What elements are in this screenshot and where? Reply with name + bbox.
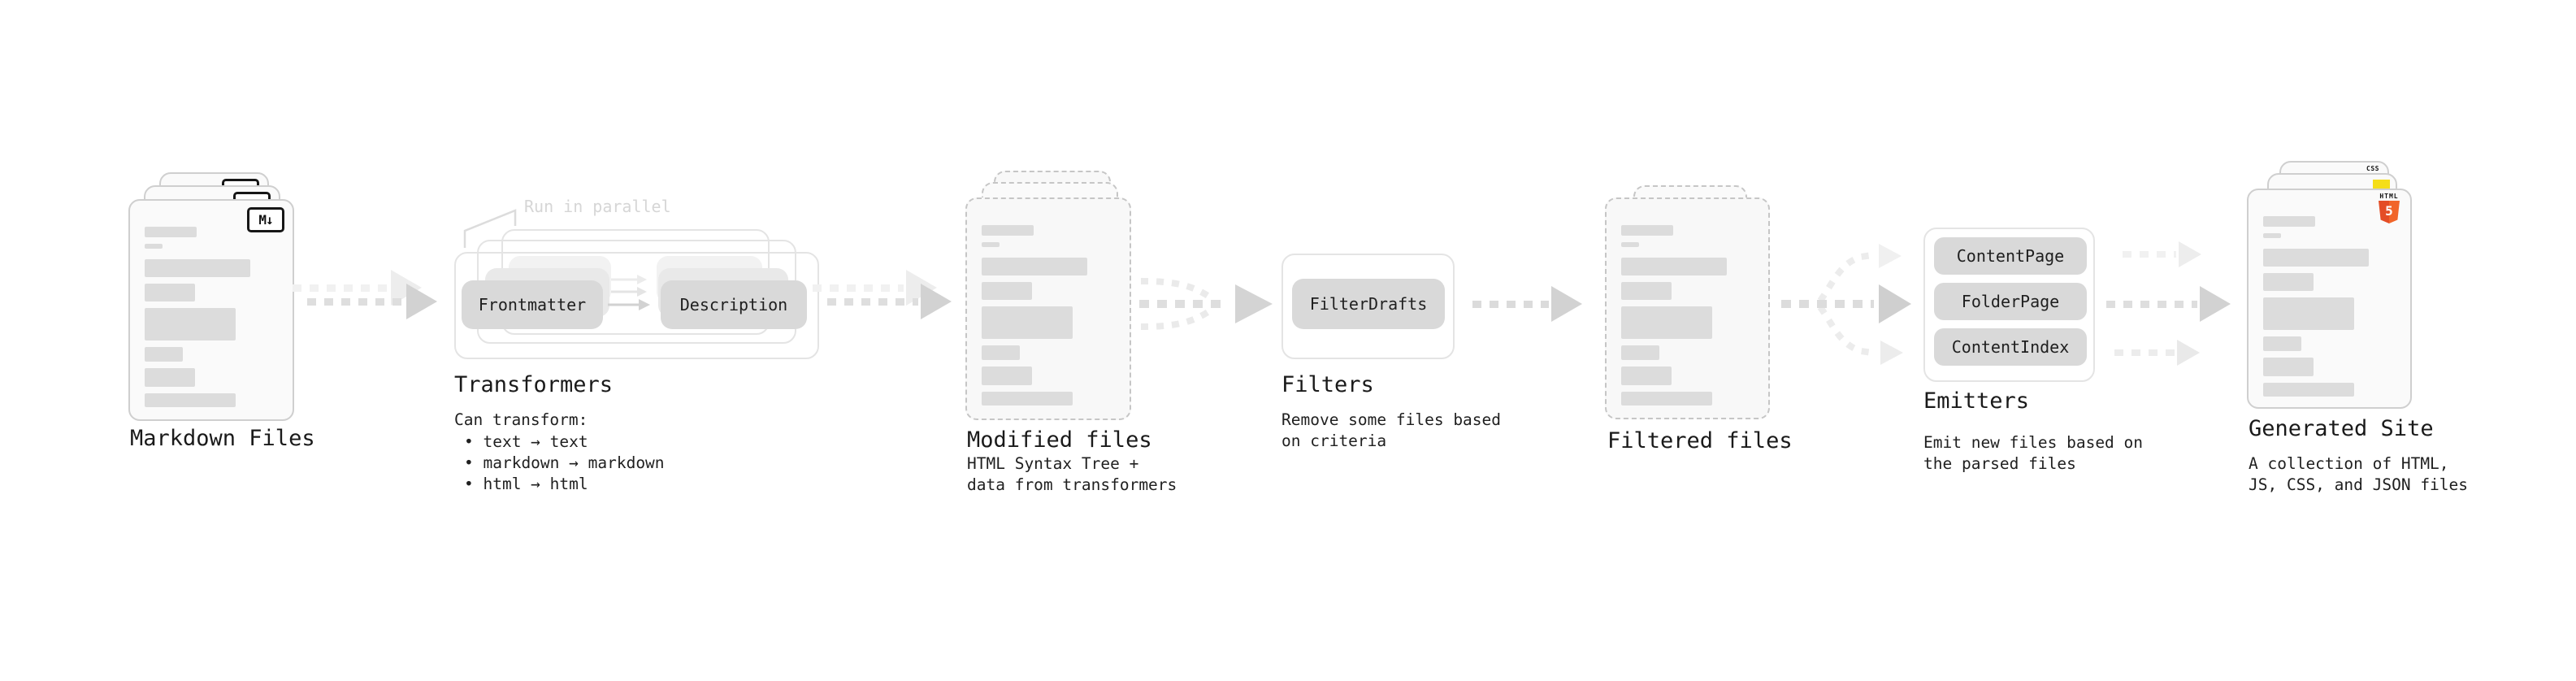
html5-icon: HTML 5 xyxy=(2377,193,2401,223)
filtered-files-title: Filtered files xyxy=(1607,428,1793,453)
modified-files-title: Modified files xyxy=(967,427,1152,453)
annotation-leader-line xyxy=(463,209,517,248)
skeleton-bar xyxy=(145,244,163,249)
skeleton-bar xyxy=(2263,358,2314,376)
transformers-title: Transformers xyxy=(454,372,614,397)
javascript-icon xyxy=(2373,180,2390,189)
filtered-file-card-front xyxy=(1605,197,1770,419)
bullet-item: • html → html xyxy=(464,475,588,493)
flow-arrow xyxy=(307,284,437,319)
skeleton-bar xyxy=(145,284,195,301)
skeleton-bar xyxy=(145,347,183,362)
skeleton-bar xyxy=(982,392,1073,406)
skeleton-bar xyxy=(2263,383,2354,397)
bullet-item: • text → text xyxy=(464,432,588,451)
skeleton-bar xyxy=(145,308,236,340)
skeleton-bar xyxy=(145,393,236,407)
skeleton-bar xyxy=(982,306,1073,339)
filters-description: Remove some files based on criteria xyxy=(1281,410,1502,450)
skeleton-bar xyxy=(1621,258,1727,275)
flow-arrow-bottom xyxy=(2114,340,2200,366)
skeleton-bar xyxy=(982,345,1020,360)
skeleton-bar xyxy=(1621,282,1672,300)
flow-arrow xyxy=(827,284,952,319)
emitters-description: Emit new files based on the parsed files xyxy=(1923,433,2144,473)
skeleton-bar xyxy=(982,282,1032,300)
generated-file-card-html: HTML 5 xyxy=(2247,189,2412,409)
skeleton-bar xyxy=(982,367,1032,385)
transformers-subtitle: Can transform: xyxy=(454,410,588,429)
transformer-node-description: Description xyxy=(661,280,807,329)
skeleton-bar xyxy=(2263,273,2314,291)
filters-title: Filters xyxy=(1281,372,1374,397)
bullet-item: • markdown → markdown xyxy=(464,453,665,472)
merge-arrow xyxy=(1139,278,1273,330)
modified-files-description: HTML Syntax Tree + data from transformer… xyxy=(967,454,1177,494)
skeleton-bar xyxy=(2263,216,2315,227)
skeleton-bar xyxy=(145,259,250,277)
emitter-node-folderpage: FolderPage xyxy=(1934,283,2087,320)
transformers-bullet-list: • text → text • markdown → markdown • ht… xyxy=(454,432,665,495)
skeleton-bar xyxy=(2263,249,2369,267)
fanout-arrow xyxy=(1781,244,1911,365)
emitters-title: Emitters xyxy=(1923,388,2030,414)
skeleton-bar xyxy=(1621,345,1659,360)
skeleton-bar xyxy=(1621,392,1712,406)
emitter-node-contentpage: ContentPage xyxy=(1934,237,2087,275)
filter-node-filterdrafts: FilterDrafts xyxy=(1292,279,1445,329)
markdown-file-card-front: M↓ xyxy=(128,199,294,421)
skeleton-bar xyxy=(2263,297,2354,330)
modified-file-card-front xyxy=(965,197,1131,420)
markdown-files-title: Markdown Files xyxy=(130,426,315,451)
transformer-group-front xyxy=(454,252,819,359)
generated-site-title: Generated Site xyxy=(2249,416,2434,441)
generated-site-description: A collection of HTML, JS, CSS, and JSON … xyxy=(2249,454,2469,494)
skeleton-bar xyxy=(1621,225,1673,236)
skeleton-bar xyxy=(982,225,1034,236)
flow-arrow-top xyxy=(2123,241,2201,267)
skeleton-bar xyxy=(982,258,1087,275)
skeleton-bar xyxy=(1621,306,1712,339)
skeleton-bar xyxy=(145,227,197,237)
run-in-parallel-label: Run in parallel xyxy=(524,197,671,216)
skeleton-bar xyxy=(2263,336,2301,351)
skeleton-bar xyxy=(2263,233,2281,238)
flow-arrow-middle xyxy=(2106,286,2231,322)
emitter-node-contentindex: ContentIndex xyxy=(1934,328,2087,366)
skeleton-bar xyxy=(145,368,195,387)
markdown-icon: M↓ xyxy=(247,207,284,232)
parallel-arrows-icon xyxy=(608,275,650,310)
skeleton-bar xyxy=(1621,242,1639,247)
skeleton-bar xyxy=(982,242,1000,247)
skeleton-bar xyxy=(1621,367,1672,385)
transformer-node-frontmatter: Frontmatter xyxy=(462,280,603,329)
flow-arrow xyxy=(1472,286,1582,322)
